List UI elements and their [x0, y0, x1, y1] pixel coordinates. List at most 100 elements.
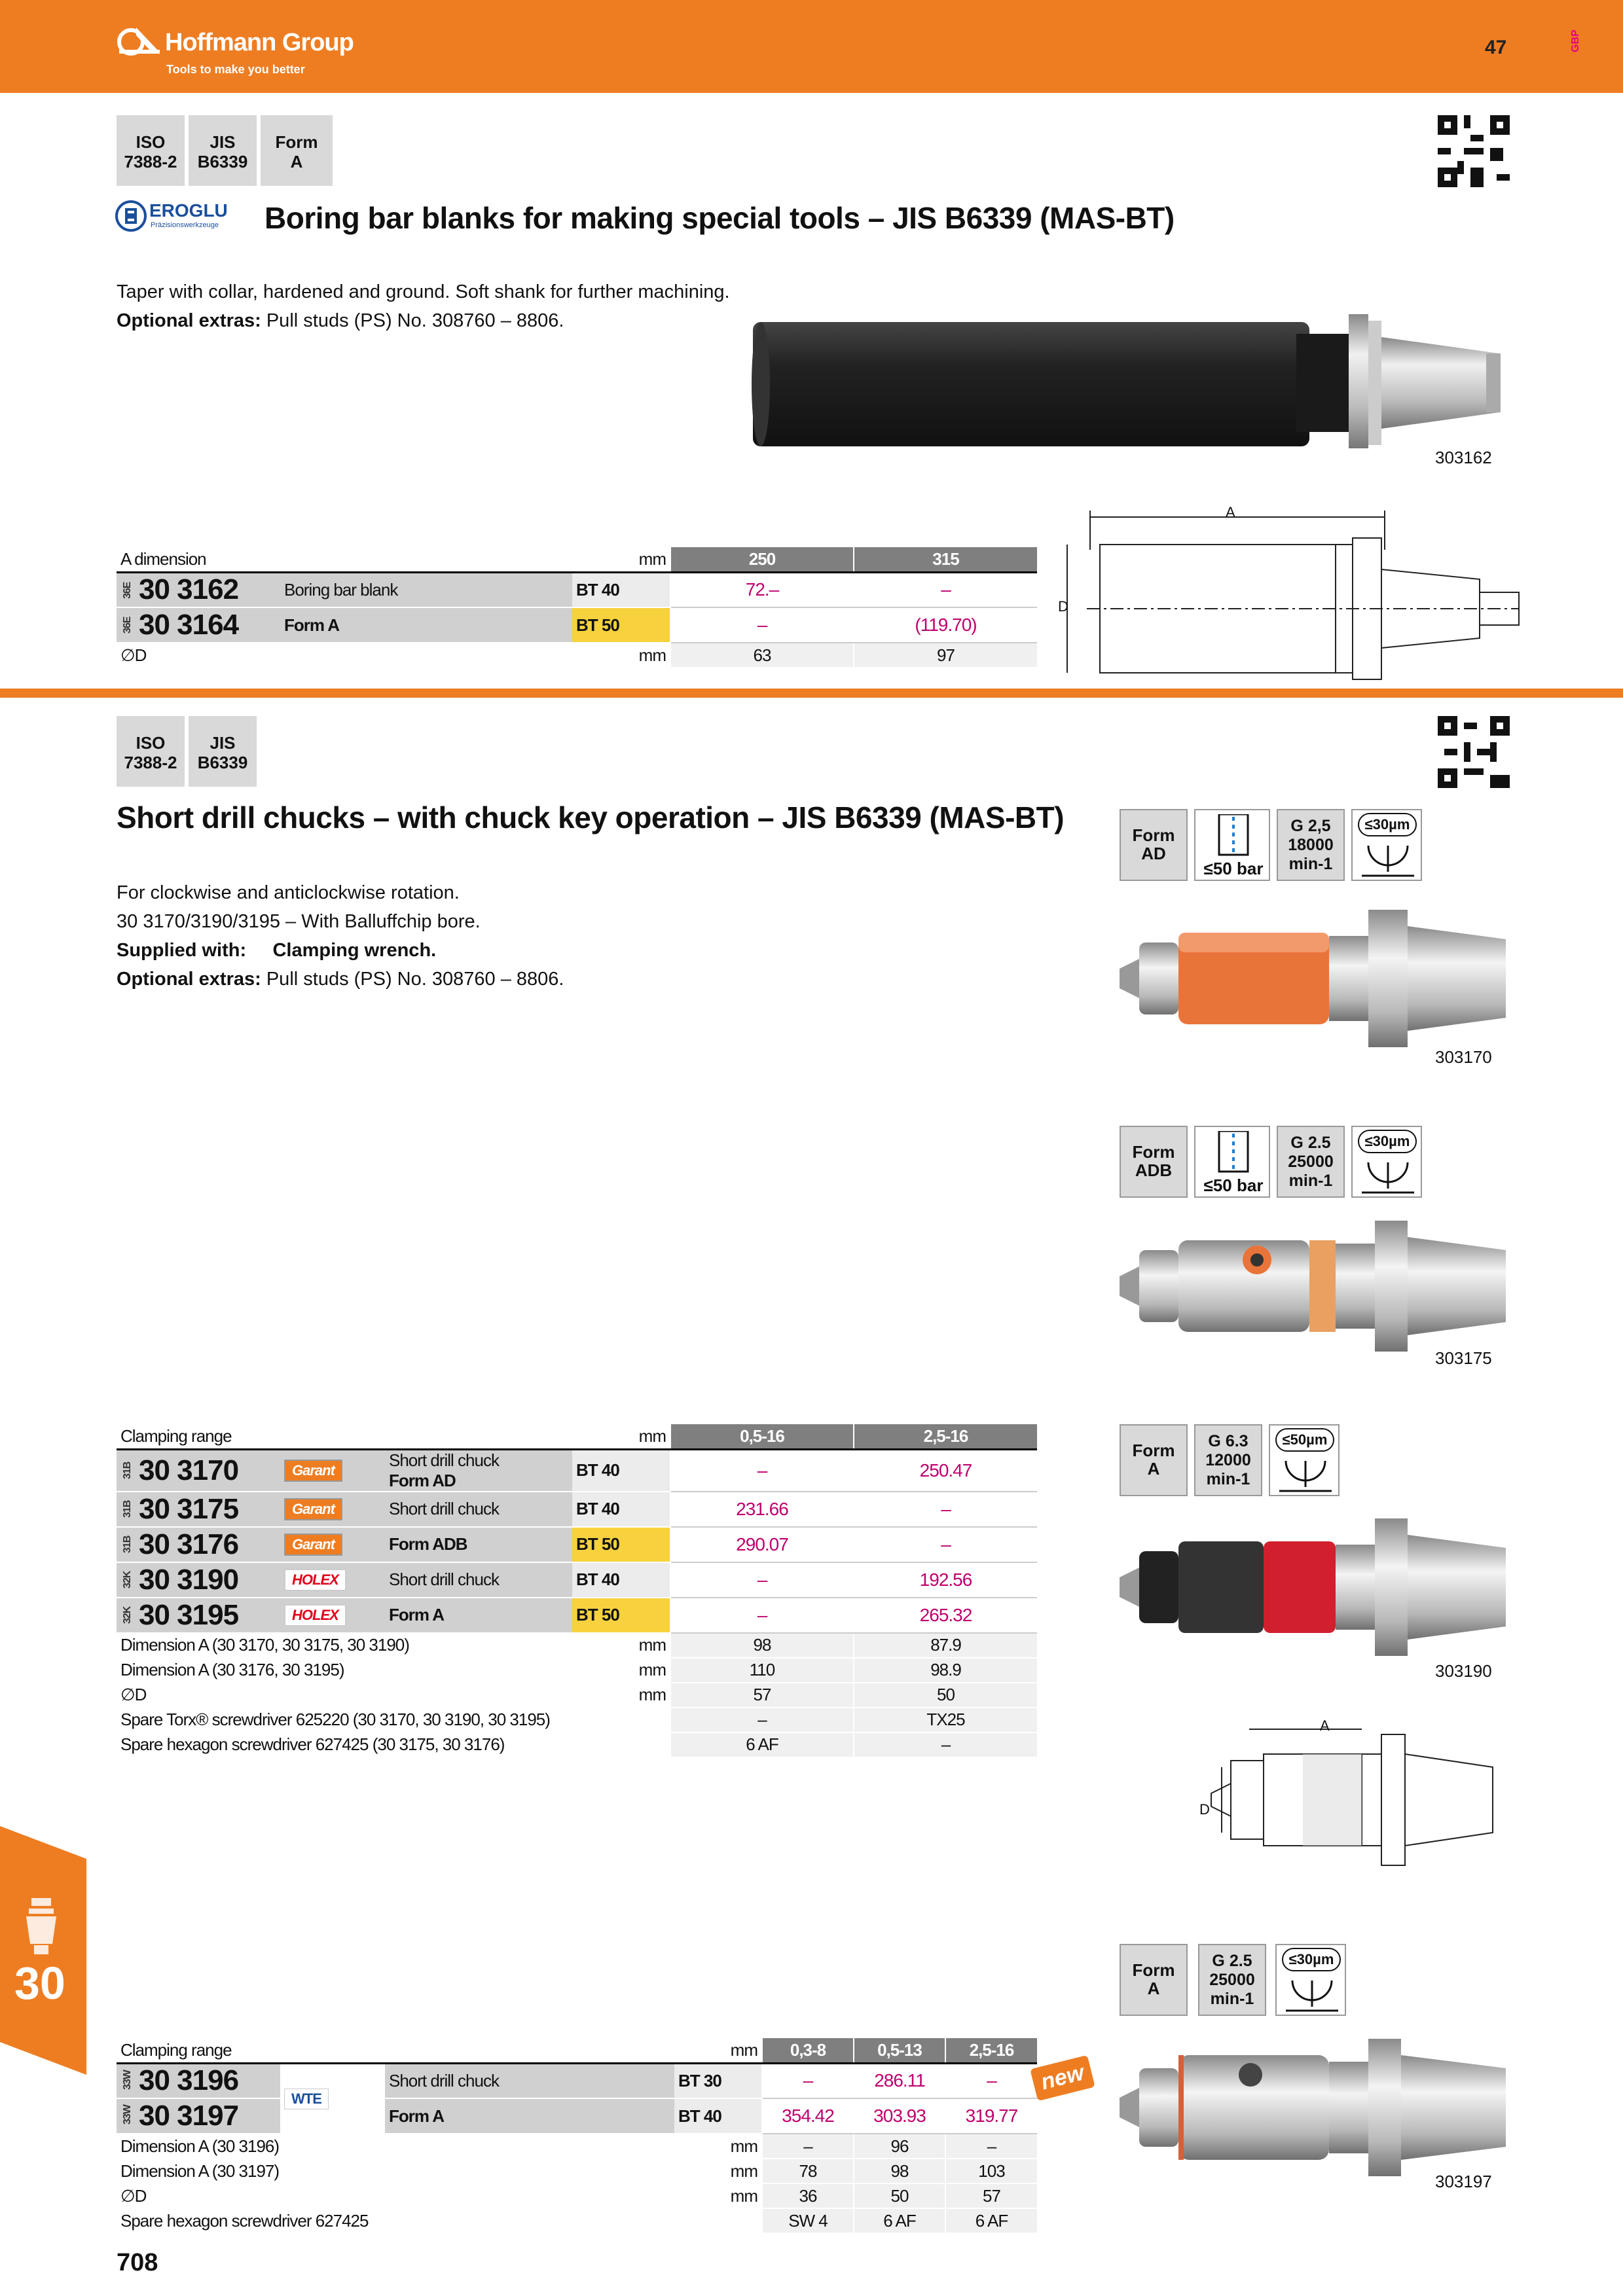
brand-cell: Garant [280, 1449, 385, 1492]
footer-value: – [945, 2134, 1037, 2159]
bt-size: BT 40 [572, 1562, 670, 1598]
standard-iso: ISO 7388-2 [117, 716, 185, 787]
article-number[interactable]: 32K 30 3195 [117, 1597, 280, 1634]
gauge-icon [1362, 845, 1414, 877]
max-rpm: 25000 [1288, 1153, 1334, 1171]
desc-line: For clockwise and anticlockwise rotation… [117, 882, 460, 903]
art-no: 30 3190 [139, 1563, 239, 1596]
footer-value: 103 [945, 2159, 1037, 2184]
col-header: 250 [670, 547, 854, 573]
rpm-unit: min-1 [1210, 1990, 1254, 2008]
standard-line: 7388-2 [124, 753, 177, 772]
standard-line: Form [275, 132, 318, 152]
footer-value: 6 AF [945, 2208, 1037, 2234]
form-value: A [1147, 1459, 1160, 1479]
bt-size: BT 40 [572, 572, 670, 608]
prefix: 32K [122, 1606, 133, 1624]
coolant-pressure-icon: ≤50 bar [1194, 1126, 1270, 1198]
prefix: 31B [122, 1535, 133, 1553]
qr-code-icon[interactable] [1438, 716, 1510, 788]
optional-text: Pull studs (PS) No. 308760 – 8806. [266, 310, 564, 331]
standard-line: JIS [210, 733, 236, 753]
desc: Form ADB [389, 1534, 468, 1554]
footer-value: 6 AF [853, 2208, 945, 2234]
boring-bar-diagram [1067, 511, 1520, 680]
art-no: 30 3195 [139, 1598, 239, 1631]
footer-value: 98 [670, 1632, 854, 1659]
holex-logo: HOLEX [284, 1604, 346, 1626]
header-unit: mm [572, 547, 670, 573]
footer-unit [674, 2208, 762, 2234]
price: – [853, 1491, 1037, 1528]
bt-size: BT 40 [674, 2098, 762, 2134]
page-number-top: 47 [1485, 37, 1507, 58]
gauge-icon [1279, 1460, 1332, 1492]
footer-value: 63 [670, 643, 854, 668]
table-footer-row: Dimension A (30 3170, 30 3175, 30 3190) … [117, 1632, 1037, 1659]
table-footer-row: Dimension A (30 3196) mm – 96 – [117, 2134, 1037, 2159]
rpm-unit: min-1 [1206, 1470, 1250, 1488]
desc-line: Taper with collar, hardened and ground. … [117, 281, 730, 302]
footer-value: 57 [670, 1682, 854, 1708]
drill-chuck-303190-image [1120, 1518, 1506, 1656]
price: 286.11 [853, 2063, 945, 2099]
brand-cell: Garant [280, 1526, 385, 1563]
footer-label: Spare Torx® screwdriver 625220 (30 3170,… [117, 1707, 572, 1733]
standard-line: ISO [136, 733, 166, 753]
footer-unit: mm [674, 2134, 762, 2159]
rpm-unit: min-1 [1288, 1172, 1333, 1190]
bt-size: BT 50 [572, 607, 670, 643]
footer-value: 50 [853, 1682, 1037, 1708]
form-value: A [1147, 1979, 1160, 1998]
prefix: 36E [122, 582, 133, 599]
prefix: 31B [122, 1462, 133, 1479]
chapter-tab[interactable] [0, 1826, 86, 2075]
table-header: A dimension mm 250 315 [117, 547, 1037, 573]
header-label: A dimension [117, 547, 572, 573]
brand-tagline: Tools to make you better [166, 63, 305, 76]
standard-form: Form A [261, 115, 333, 186]
standard-line: 7388-2 [124, 152, 177, 171]
new-badge: new [1030, 2054, 1095, 2102]
price: 265.32 [853, 1597, 1037, 1634]
desc: Short drill chuck [389, 1570, 500, 1589]
gauge-icon [1362, 1162, 1414, 1194]
qr-code-icon[interactable] [1438, 115, 1510, 187]
table-footer-row: ∅D mm 57 50 [117, 1682, 1037, 1708]
art-no: 30 3197 [139, 2100, 239, 2132]
footer-value: 87.9 [853, 1632, 1037, 1659]
eroglu-brand-sub: Präzisionswerkzeuge [151, 221, 219, 229]
form-label: Form [1132, 1441, 1175, 1460]
header-label: Clamping range [117, 1424, 572, 1450]
standard-iso: ISO 7388-2 [117, 115, 185, 186]
row-desc: Short drill chuck [385, 1562, 572, 1598]
runout-label: ≤30µm [1282, 1948, 1341, 1971]
optional-text: Pull studs (PS) No. 308760 – 8806. [266, 969, 564, 990]
pressure-label: ≤50 bar [1203, 859, 1264, 878]
footer-label: Spare hexagon screwdriver 627425 [117, 2208, 674, 2234]
footer-unit: mm [572, 643, 670, 668]
